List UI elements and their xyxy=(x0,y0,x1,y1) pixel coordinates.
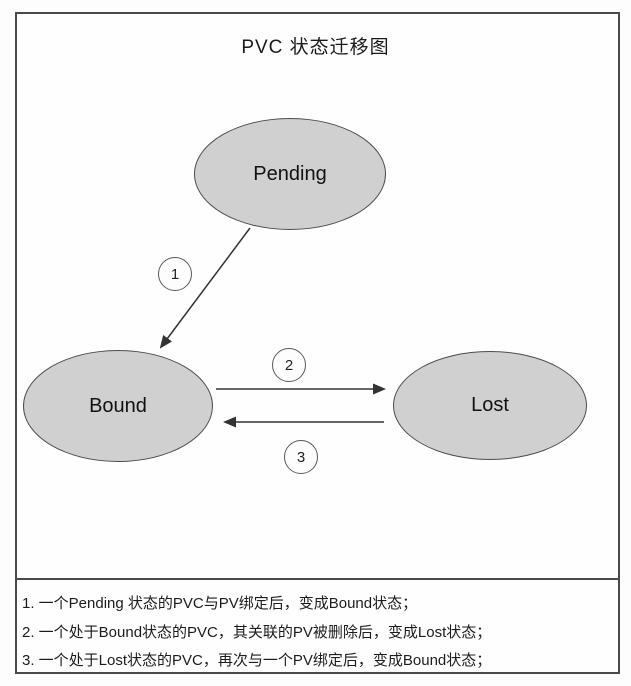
state-node-pending-label: Pending xyxy=(253,162,327,185)
transition-badge-1-number: 1 xyxy=(170,265,180,283)
transition-badge-1: 1 xyxy=(158,257,192,291)
state-node-lost: Lost xyxy=(393,351,587,460)
diagram-title: PVC 状态迁移图 xyxy=(241,37,390,58)
note-line-3: 3. 一个处于Lost状态的PVC，再次与一个PV绑定后，变成Bound状态； xyxy=(22,652,492,669)
transition-badge-2-number: 2 xyxy=(284,356,294,374)
transition-badge-2: 2 xyxy=(272,348,306,382)
state-node-bound-label: Bound xyxy=(89,394,147,417)
state-node-lost-label: Lost xyxy=(471,394,509,416)
state-node-bound: Bound xyxy=(23,350,213,462)
note-line-2: 2. 一个处于Bound状态的PVC，其关联的PV被删除后，变成Lost状态； xyxy=(22,623,492,641)
transition-badge-3: 3 xyxy=(284,440,318,474)
transition-badge-3-number: 3 xyxy=(296,448,306,466)
diagram-frame xyxy=(15,12,620,674)
state-node-pending: Pending xyxy=(194,118,386,230)
notes-block: 1. 一个Pending 状态的PVC与PV绑定后，变成Bound状态； 2. … xyxy=(22,590,612,676)
note-line-1: 1. 一个Pending 状态的PVC与PV绑定后，变成Bound状态； xyxy=(22,595,418,612)
notes-separator xyxy=(15,578,620,580)
